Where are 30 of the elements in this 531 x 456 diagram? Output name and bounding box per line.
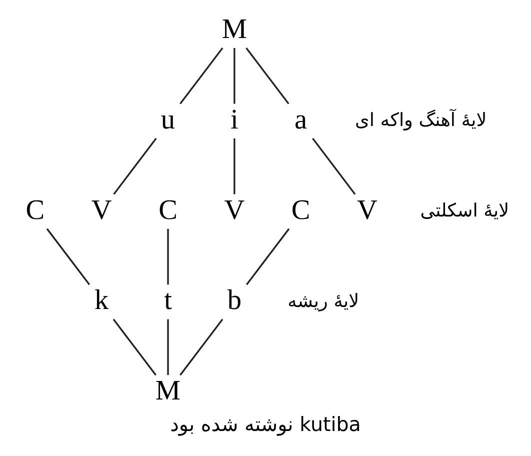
connector xyxy=(167,319,169,376)
caption: نوشته شده بود kutiba xyxy=(170,413,361,436)
node-text: M xyxy=(222,14,247,45)
node-text: t xyxy=(164,285,172,316)
node-text: V xyxy=(91,194,112,226)
node-text: C xyxy=(26,194,45,226)
label: لایهٔ ریشه xyxy=(288,290,360,312)
node-text: V xyxy=(224,194,245,226)
connector xyxy=(312,138,356,195)
connector xyxy=(46,228,90,286)
connector xyxy=(113,138,157,195)
connector xyxy=(234,48,236,104)
node-text: u xyxy=(160,104,176,136)
node-text: M xyxy=(155,376,181,407)
connector xyxy=(112,318,156,376)
label: لایهٔ آهنگ واکه ای xyxy=(355,110,487,132)
node-text: C xyxy=(291,194,310,226)
node-text: i xyxy=(230,104,238,136)
node-text: a xyxy=(294,104,308,136)
node-text: V xyxy=(357,194,378,226)
connector xyxy=(180,47,224,104)
node-text: C xyxy=(158,194,178,226)
connector xyxy=(246,228,290,286)
connector xyxy=(180,318,224,376)
label: لایهٔ اسکلتی xyxy=(420,200,510,222)
connector xyxy=(234,138,236,194)
node-text: k xyxy=(94,285,109,316)
connector xyxy=(167,228,169,285)
connector xyxy=(246,47,290,104)
node-text: b xyxy=(227,285,242,316)
